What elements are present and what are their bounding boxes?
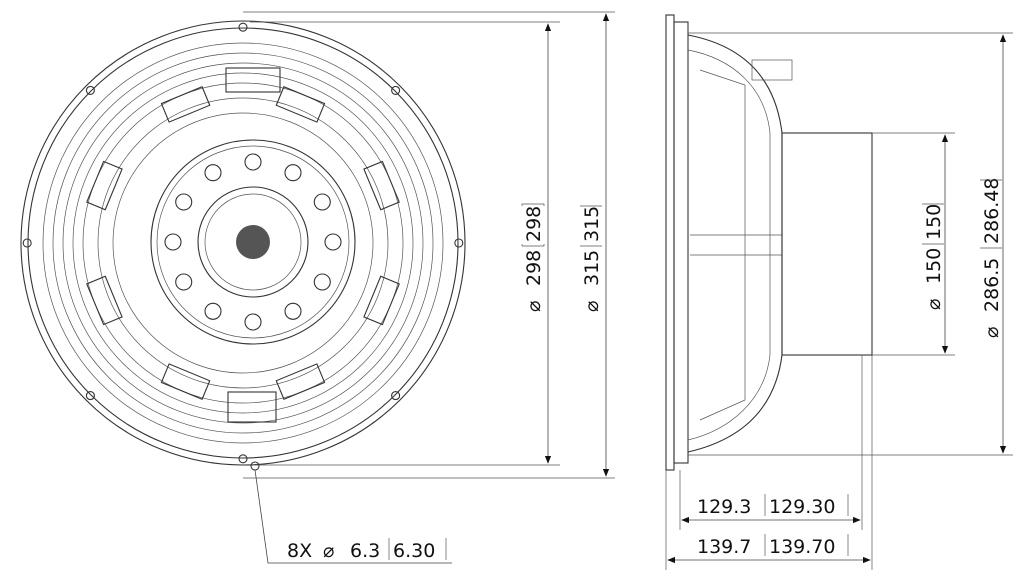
mounting-hole [85, 391, 95, 401]
magnet-vent-hole [175, 193, 193, 211]
dimension-lines [243, 11, 1013, 570]
dim-298-metric: 298 [523, 250, 545, 286]
dim-139-metric: 139.7 [697, 536, 751, 558]
dim-298-bracket: 298 [523, 206, 545, 242]
basket-spoke [275, 363, 326, 400]
front-view [20, 20, 466, 466]
side-view [665, 14, 873, 471]
mounting-hole [454, 238, 464, 248]
magnet-vent-hole [204, 302, 222, 320]
dim-139: 139.7 139.70 [697, 534, 849, 558]
dust-cap [236, 225, 270, 259]
terminal-block [225, 67, 281, 93]
magnet-vent-hole [164, 233, 182, 251]
magnet-vent-hole [204, 164, 222, 182]
dim-315-metric: 315 [581, 250, 603, 286]
dim-315-bracket: 315 [581, 206, 603, 242]
dim-150-metric: 150 [923, 248, 945, 284]
magnet-vent-hole [244, 153, 262, 171]
basket-spoke [86, 160, 123, 211]
magnet-vent-hole [284, 164, 302, 182]
dim-286-bracket: 286.48 [981, 178, 1003, 244]
dim-286: ⌀ 286.5 286.48 [980, 178, 1003, 338]
dim-129-bracket: 129.30 [769, 496, 835, 518]
dim-286-metric: 286.5 [981, 258, 1003, 312]
magnet-vent-hole [324, 233, 342, 251]
mounting-hole [22, 238, 32, 248]
dim-129: 129.3 129.30 [697, 494, 849, 518]
basket-spoke [160, 363, 211, 400]
holes-bracket: 6.30 [393, 540, 435, 562]
holes-metric: 6.3 [350, 540, 380, 562]
magnet-vent-hole [244, 313, 262, 331]
diameter-icon: ⌀ [923, 299, 945, 310]
basket-spoke [363, 275, 400, 326]
mounting-hole [85, 85, 95, 95]
diameter-icon: ⌀ [581, 301, 603, 312]
dim-298: ⌀ 298 298 [521, 203, 545, 312]
diameter-icon: ⌀ [523, 301, 545, 312]
magnet-vent-hole [313, 273, 331, 291]
mounting-hole [238, 22, 248, 32]
dim-150: ⌀ 150 150 [922, 203, 945, 310]
diameter-icon: ⌀ [981, 327, 1003, 338]
mounting-hole [391, 391, 401, 401]
magnet-vent-hole [313, 193, 331, 211]
mounting-hole [391, 85, 401, 95]
diameter-icon: ⌀ [323, 540, 334, 562]
magnet-vent-hole [175, 273, 193, 291]
dim-holes: 8X ⌀ 6.3 6.30 [287, 538, 447, 562]
basket-spoke [275, 86, 326, 123]
dim-129-metric: 129.3 [697, 496, 751, 518]
dim-150-bracket: 150 [923, 204, 945, 240]
basket-spoke [160, 86, 211, 123]
dim-139-bracket: 139.70 [769, 536, 835, 558]
basket-spoke [363, 160, 400, 211]
holes-count: 8X [287, 540, 312, 562]
mounting-hole [238, 454, 248, 464]
magnet-vent-hole [284, 302, 302, 320]
terminal-lead [227, 391, 277, 423]
dim-315: ⌀ 315 315 [580, 205, 603, 312]
basket-spoke [86, 275, 123, 326]
